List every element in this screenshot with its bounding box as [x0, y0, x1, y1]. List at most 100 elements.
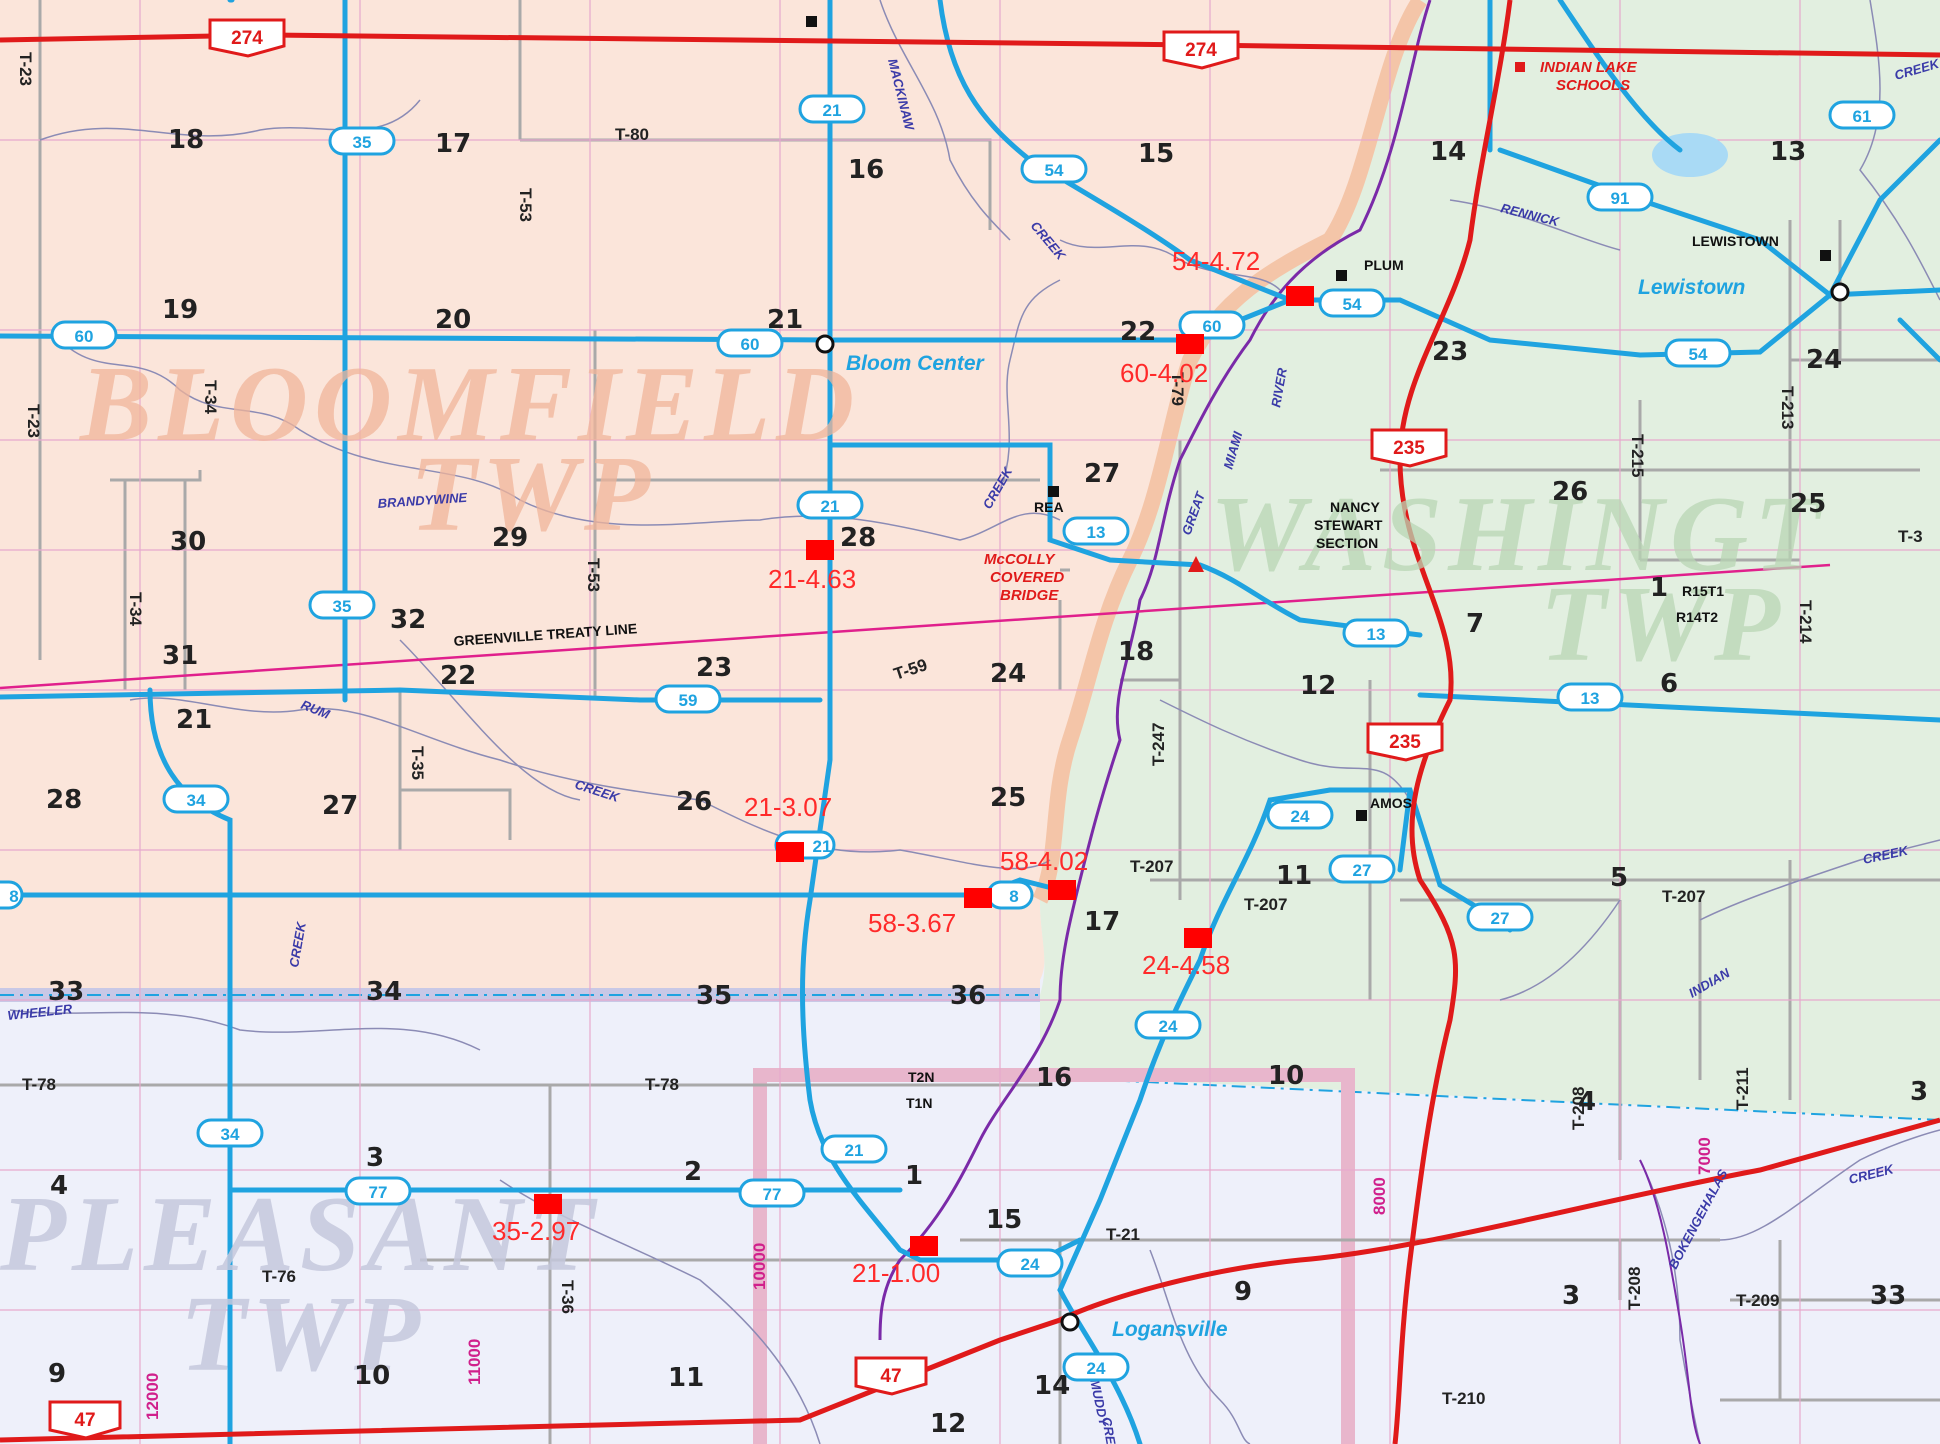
- county-route-shield: [1556, 682, 1624, 712]
- section-number: 36: [950, 981, 986, 1011]
- township-road-label: T-53: [584, 558, 603, 592]
- building-marker: [1356, 810, 1367, 821]
- bridge-marker: [776, 842, 804, 862]
- county-route-number: 8: [1009, 887, 1018, 906]
- bridge-marker: [1184, 928, 1212, 948]
- section-number: 15: [986, 1205, 1022, 1235]
- township-road-label: T-80: [615, 125, 649, 144]
- building-marker: [806, 16, 817, 27]
- township-road-label: T-79: [1168, 372, 1187, 406]
- building-marker: [1820, 250, 1831, 261]
- section-number: 22: [1120, 317, 1156, 347]
- township-road-label: T-210: [1442, 1389, 1485, 1408]
- township-road-label: T-76: [262, 1267, 296, 1286]
- county-route-shield: [1586, 182, 1654, 212]
- township-road-label: T-213: [1778, 386, 1797, 429]
- county-route-number: 77: [369, 1183, 388, 1202]
- section-number: 12: [1300, 671, 1336, 701]
- county-route-number: 35: [353, 133, 372, 152]
- county-route-shield: [1342, 618, 1410, 648]
- state-route-number: 274: [1185, 40, 1217, 61]
- section-number: 31: [162, 641, 198, 671]
- county-route-number: 91: [1611, 189, 1630, 208]
- streams: [9, 0, 1940, 1444]
- section-number: 19: [162, 295, 198, 325]
- county-route-shield: [654, 684, 722, 714]
- township-road-label: T-3: [1898, 527, 1923, 546]
- stream-label: RIVER: [1268, 366, 1290, 408]
- county-route-number: 77: [763, 1185, 782, 1204]
- grid-numbers: 12000 11000 10000 8000 7000: [143, 1137, 1714, 1420]
- covered-bridge-label: COVERED: [990, 569, 1064, 586]
- bridge-label: 35-2.97: [492, 1216, 580, 1246]
- town-label-lewistown: Lewistown: [1638, 276, 1745, 299]
- county-route-shield: [1328, 854, 1396, 884]
- county-route-shield: [996, 1248, 1064, 1278]
- county-route-shield: [1178, 310, 1246, 340]
- bridge-label: 58-3.67: [868, 908, 956, 938]
- section-number: 22: [440, 661, 476, 691]
- section-number: 10: [1268, 1061, 1304, 1091]
- bridge-label: 60-4.02: [1120, 358, 1208, 388]
- township-tier-label: T1N: [906, 1095, 932, 1111]
- section-number: 7: [1466, 609, 1484, 639]
- county-route-shield: [196, 1118, 264, 1148]
- county-route-number: 21: [813, 837, 832, 856]
- range-label: R15T1: [1682, 583, 1724, 599]
- bridge-marker: [964, 888, 992, 908]
- bridge-marker: [806, 540, 834, 560]
- section-number: 33: [48, 977, 84, 1007]
- county-route-shields: 35 21 54 91 61 60 60 60 54 54 21 13 35 1…: [0, 94, 1896, 1382]
- covered-bridge-marker: [1188, 556, 1204, 572]
- grid-number: 10000: [750, 1243, 769, 1290]
- section-number: 24: [1806, 345, 1842, 375]
- building-marker: [1048, 486, 1059, 497]
- county-route-number: 61: [1853, 107, 1872, 126]
- county-route-number: 24: [1021, 1255, 1040, 1274]
- ohio-route-shield: [854, 1356, 928, 1396]
- county-route-number: 34: [221, 1125, 240, 1144]
- grid-number: 8000: [1370, 1177, 1389, 1215]
- county-route-number: 24: [1159, 1017, 1178, 1036]
- township-name-pleasant: PLEASANT: [0, 1175, 600, 1294]
- section-number: 4: [50, 1171, 68, 1201]
- county-route-shield: [796, 490, 864, 520]
- township-label-bloomfield-twp: TWP: [410, 435, 656, 554]
- section-number: 11: [1276, 861, 1312, 891]
- township-road-label: T-247: [1149, 723, 1168, 766]
- state-route-number: 47: [74, 1410, 95, 1431]
- section-number: 25: [1790, 489, 1826, 519]
- section-number: 1: [1650, 573, 1668, 603]
- section-number: 23: [696, 653, 732, 683]
- county-route-shield: [1020, 154, 1088, 184]
- county-route-shield: [308, 590, 376, 620]
- township-road-label: T-208: [1625, 1267, 1644, 1310]
- place-label-section: SECTION: [1316, 535, 1378, 551]
- township-road-label: T-34: [201, 380, 220, 415]
- section-number: 17: [435, 129, 471, 159]
- bridge-label: 21-4.63: [768, 564, 856, 594]
- state-route-number: 47: [880, 1366, 901, 1387]
- county-route-number: 60: [1203, 317, 1222, 336]
- ohio-route-shield: [208, 18, 286, 58]
- mississinawa-creek: [1639, 1159, 1701, 1444]
- grid-number: 11000: [465, 1339, 484, 1385]
- bridge-markers: [534, 286, 1314, 1256]
- section-number: 4: [1578, 1087, 1596, 1117]
- section-number: 28: [46, 785, 82, 815]
- bridge-marker: [910, 1236, 938, 1256]
- place-label-plum: PLUM: [1364, 257, 1404, 273]
- section-number: 27: [1084, 459, 1120, 489]
- state-route-number: 235: [1389, 732, 1421, 753]
- county-route-shield: [1466, 902, 1534, 932]
- range-label: R14T2: [1676, 609, 1718, 625]
- county-route-number: 60: [741, 335, 760, 354]
- section-number: 14: [1034, 1371, 1070, 1401]
- section-number: 2: [684, 1157, 702, 1187]
- ohio-route-shield: [1370, 428, 1448, 468]
- section-number: 29: [492, 523, 528, 553]
- township-road-label: T-207: [1130, 857, 1173, 876]
- state-route-number: 274: [231, 28, 263, 49]
